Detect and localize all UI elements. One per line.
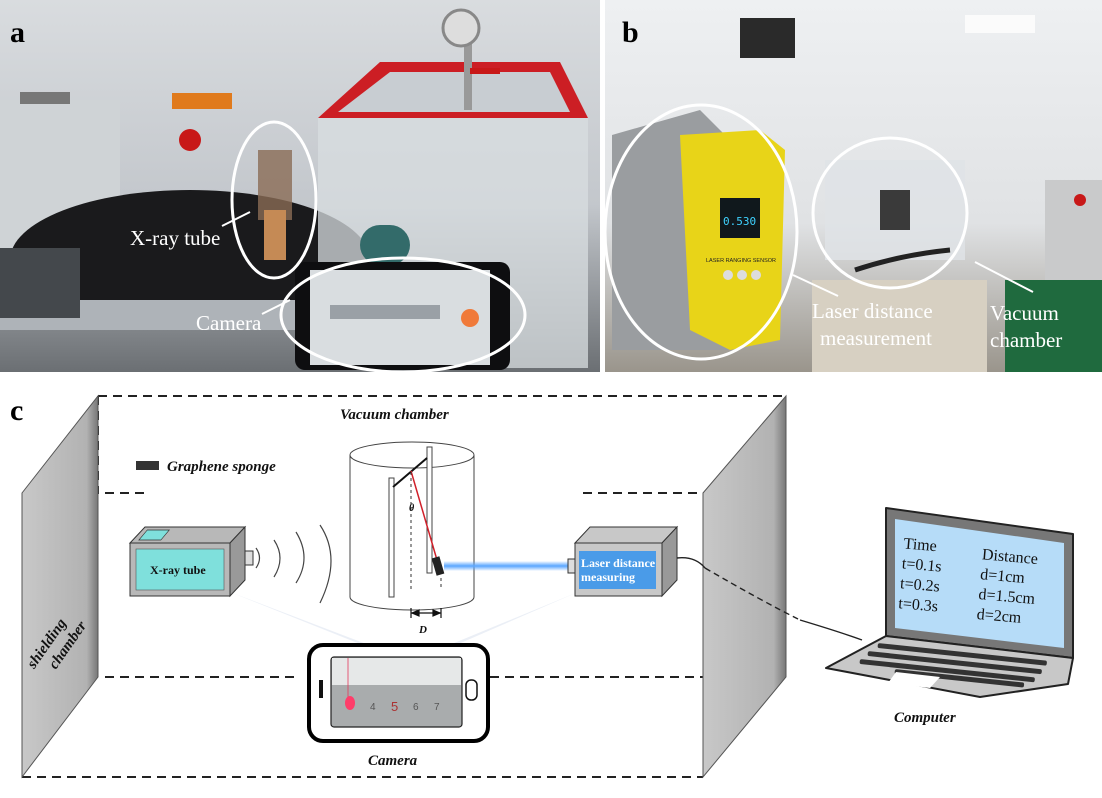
- laser-distance-box: Laser distance measuring: [567, 525, 679, 598]
- xray-wave-icon: [255, 524, 332, 604]
- theta-label: θ: [409, 503, 415, 514]
- computer-label: Computer: [894, 710, 956, 726]
- vacuum-chamber-highlight: [811, 136, 969, 290]
- sponge-in-view: [345, 696, 355, 710]
- panel-b-photo: 0.530 LASER RANGING SENSOR Laser distanc…: [605, 0, 1102, 372]
- laser-box-label-line1: Laser distance: [581, 556, 656, 570]
- warning-sign: [172, 93, 232, 109]
- vacuum-annotation-line1: Vacuum: [990, 301, 1059, 325]
- screen-time-1: t=0.1s: [901, 555, 942, 575]
- vacuum-chamber-title: Vacuum chamber: [340, 407, 449, 423]
- ruler-mark-5: 5: [391, 699, 398, 714]
- screen-distance-2: d=1.5cm: [978, 586, 1036, 608]
- camera-highlight: [279, 256, 527, 372]
- laser-annotation-line2: measurement: [820, 326, 932, 350]
- pressure-gauge: [441, 8, 481, 48]
- screen-distance-header: Distance: [981, 546, 1038, 568]
- laser-annotation-line1: Laser distance: [812, 299, 933, 323]
- vacuum-chamber-cylinder: [349, 441, 475, 611]
- laser-sensor-highlight: [605, 103, 799, 361]
- camera-annotation: Camera: [196, 311, 262, 335]
- xray-tube-annotation: X-ray tube: [130, 226, 220, 250]
- screen-time-3: t=0.3s: [898, 595, 939, 615]
- laser-box-label-line2: measuring: [581, 570, 635, 584]
- right-shielding-wall: [702, 394, 787, 779]
- distance-arrow: [410, 608, 442, 618]
- panel-label-a: a: [10, 16, 25, 49]
- laser-sensor: [680, 130, 785, 350]
- panel-label-b: b: [622, 16, 639, 49]
- screen-distance-1: d=1cm: [980, 566, 1026, 587]
- laptop-screen: [895, 519, 1064, 648]
- screen-time-2: t=0.2s: [899, 575, 940, 595]
- ruler-mark-7: 7: [434, 702, 440, 713]
- ruler-mark-6: 6: [413, 702, 419, 713]
- pendulum-string: [410, 470, 438, 561]
- camera-phone: 4 5 6 7: [307, 643, 490, 743]
- screen-distance-3: d=2cm: [976, 606, 1022, 627]
- panel-c-schematic: c shielding chamber Graphene sponge Vacu…: [10, 394, 1074, 779]
- camera-label: Camera: [368, 753, 418, 769]
- screen-time-header: Time: [903, 535, 938, 555]
- left-shielding-wall: [21, 394, 99, 779]
- sensor-caption: LASER RANGING SENSOR: [706, 258, 776, 264]
- ruler-mark-4: 4: [370, 702, 376, 713]
- graphene-sponge-legend: Graphene sponge: [167, 459, 276, 475]
- graphene-sponge-swatch: [136, 461, 159, 470]
- vacuum-annotation-line2: chamber: [990, 328, 1062, 352]
- laser-beam: [444, 561, 576, 571]
- pendulum-support: [392, 457, 428, 488]
- sensor-display: 0.530: [723, 215, 756, 228]
- laptop: [825, 507, 1074, 698]
- wall-vent: [740, 18, 795, 58]
- xray-tube-box-label: X-ray tube: [150, 563, 206, 577]
- red-button: [179, 129, 201, 151]
- xray-tube-box: X-ray tube: [128, 525, 254, 598]
- xray-tube-highlight: [230, 120, 318, 280]
- data-cable: [704, 567, 801, 621]
- distance-label: D: [418, 624, 427, 636]
- graphene-sponge: [431, 556, 445, 576]
- panel-label-c: c: [10, 394, 23, 427]
- panel-a-photo: X-ray tube Camera: [0, 0, 600, 372]
